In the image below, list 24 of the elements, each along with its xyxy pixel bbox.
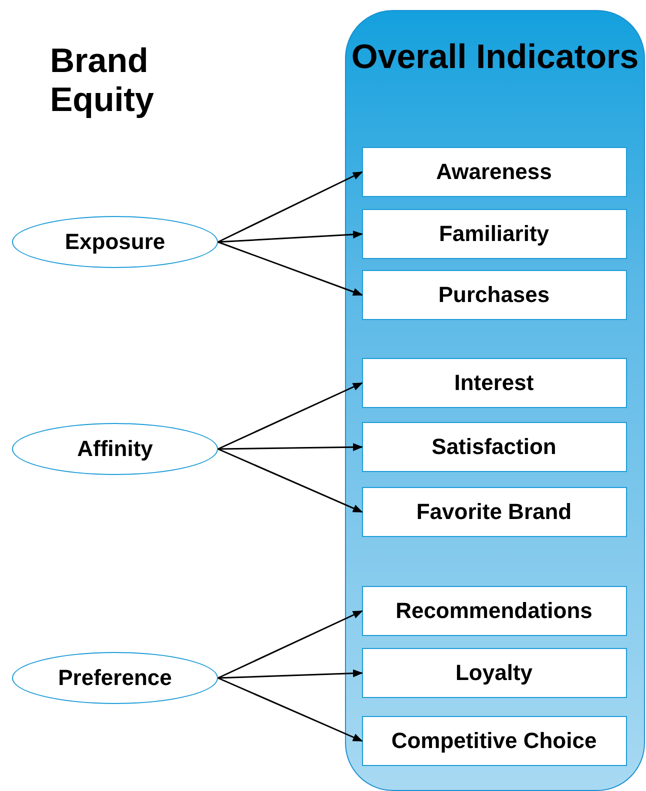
arrow xyxy=(218,443,363,452)
indicator-box: Familiarity xyxy=(362,208,626,258)
arrow xyxy=(218,241,363,296)
arrow xyxy=(218,382,363,450)
indicator-box: Loyalty xyxy=(362,648,626,698)
indicator-box: Awareness xyxy=(362,146,626,196)
indicator-box: Favorite Brand xyxy=(362,486,626,536)
indicator-box: Purchases xyxy=(362,270,626,320)
indicator-box: Satisfaction xyxy=(362,422,626,472)
arrow xyxy=(218,669,363,679)
indicator-box: Competitive Choice xyxy=(362,716,626,766)
indicators-panel xyxy=(345,10,645,791)
arrow xyxy=(218,230,363,243)
arrow xyxy=(218,610,363,679)
panel-title: Overall Indicators xyxy=(350,37,640,77)
arrow xyxy=(218,171,363,243)
indicator-box: Interest xyxy=(362,358,626,408)
arrow xyxy=(218,677,363,742)
category-ellipse: Affinity xyxy=(12,423,218,475)
indicator-box: Recommendations xyxy=(362,586,626,636)
category-ellipse: Preference xyxy=(12,652,218,704)
diagram-title: Brand Equity xyxy=(50,42,155,120)
category-ellipse: Exposure xyxy=(12,216,218,268)
arrow xyxy=(218,448,363,513)
